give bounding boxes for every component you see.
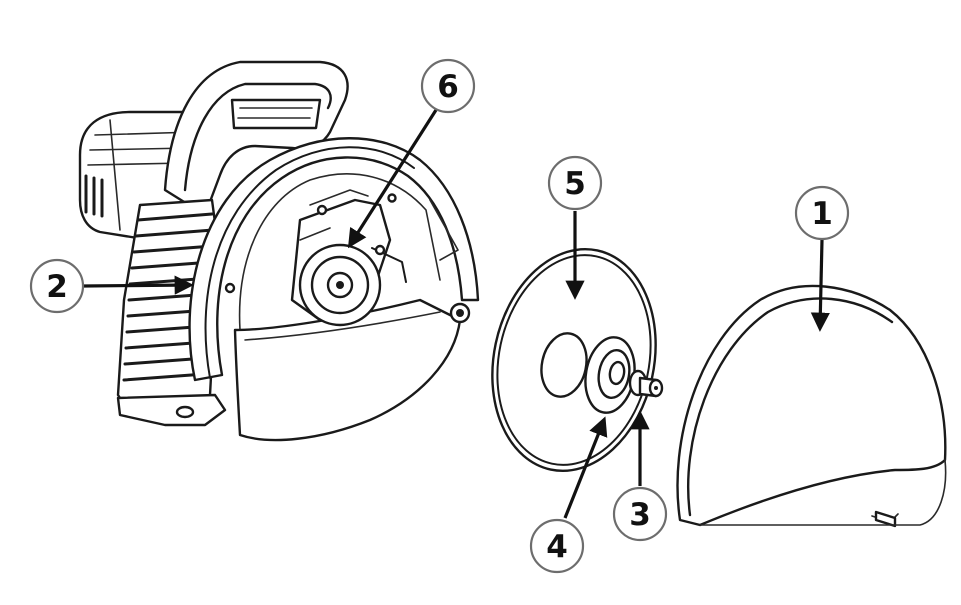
upper-blade-guard — [188, 137, 480, 382]
callout-4-label: 4 — [546, 529, 568, 565]
cutting-disc — [491, 247, 657, 473]
callout-6: 6 — [420, 58, 476, 114]
callout-5-label: 5 — [564, 166, 586, 202]
arbor-spindle — [290, 189, 407, 327]
ribbed-grip — [116, 198, 227, 427]
leader-4 — [563, 416, 608, 519]
saw-body — [78, 60, 480, 442]
leader-6 — [347, 109, 438, 249]
inner-flange — [584, 336, 636, 414]
callout-3: 3 — [612, 486, 668, 542]
callout-2: 2 — [29, 258, 85, 314]
leader-1 — [810, 239, 830, 332]
callout-3-label: 3 — [629, 497, 651, 533]
callout-6-label: 6 — [437, 69, 459, 105]
callout-1: 1 — [794, 185, 850, 241]
callout-4: 4 — [529, 518, 585, 574]
blade-guard-cover — [676, 284, 947, 528]
outer-flange-and-bolt — [628, 369, 664, 398]
callout-5: 5 — [547, 155, 603, 211]
callout-1-label: 1 — [811, 196, 833, 232]
leader-2 — [83, 275, 194, 295]
callout-2-label: 2 — [46, 269, 68, 305]
top-handle — [163, 60, 349, 217]
